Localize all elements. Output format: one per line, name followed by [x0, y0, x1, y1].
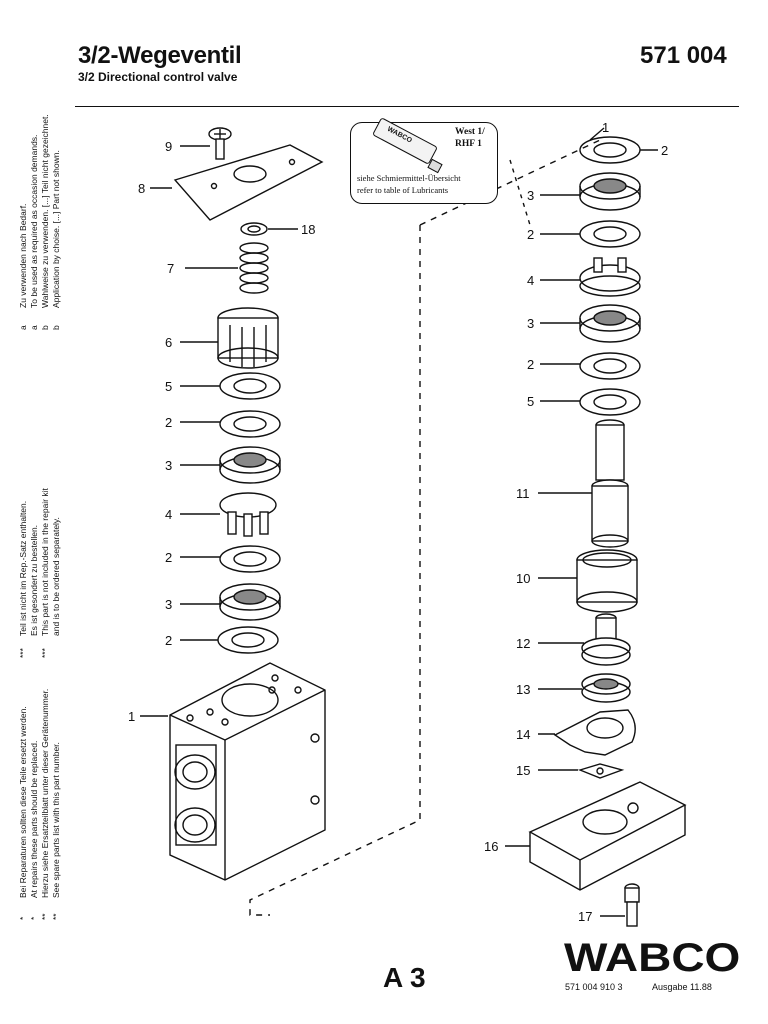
callout-18: 18	[301, 222, 315, 237]
part-10-piston	[576, 549, 638, 613]
part-11-plunger	[591, 419, 629, 548]
callout-7: 7	[167, 261, 174, 276]
callout-6: 6	[165, 335, 172, 350]
lubricant-note: WABCO West 1/ RHF 1 siehe Schmiermittel-…	[350, 117, 498, 204]
callout-10: 10	[516, 571, 530, 586]
part-9-screw	[208, 127, 232, 160]
grease-tube-icon: WABCO	[372, 117, 438, 165]
callout-3: 3	[527, 188, 534, 203]
lubricant-ref-line1: West 1/	[455, 127, 485, 137]
callout-16: 16	[484, 839, 498, 854]
part-number: 571 004	[640, 42, 727, 69]
part-2-disc-b	[219, 545, 281, 573]
part-3-seal-b	[219, 583, 281, 621]
part-7-spring	[239, 242, 269, 294]
assembly-path-top	[419, 139, 601, 226]
lubricant-note-de: siehe Schmiermittel-Übersicht	[357, 173, 461, 183]
part-14-gasket	[553, 709, 636, 756]
lubricant-ref-line2: RHF 1	[455, 139, 482, 149]
callout-2: 2	[527, 227, 534, 242]
part-3-seal	[219, 446, 281, 484]
part-17-screw	[624, 883, 640, 927]
brand-logo: WABCO	[564, 936, 741, 980]
document-number: 571 004 910 3	[565, 982, 623, 992]
part-3-seal-r2	[579, 304, 641, 343]
grease-tube-label: WABCO	[385, 125, 413, 145]
callout-11: 11	[516, 486, 530, 501]
callout-14: 14	[516, 727, 530, 742]
callout-8: 8	[138, 181, 145, 196]
part-12-valve	[581, 613, 631, 666]
callout-5: 5	[165, 379, 172, 394]
part-4-ring-r	[579, 257, 641, 297]
callout-12: 12	[516, 636, 530, 651]
page-subtitle: 3/2 Directional control valve	[78, 70, 238, 84]
callout-3: 3	[527, 316, 534, 331]
part-5-disc	[219, 372, 281, 400]
callout-4: 4	[527, 273, 534, 288]
page-title: 3/2-Wegeventil	[78, 42, 242, 69]
part-15-clip	[577, 763, 625, 779]
page-code: A 3	[383, 962, 426, 993]
callout-3: 3	[165, 597, 172, 612]
edition-label: Ausgabe 11.88	[652, 982, 712, 992]
callout-9: 9	[165, 139, 172, 154]
callout-4: 4	[165, 507, 172, 522]
part-5-disc-r	[579, 388, 641, 416]
callout-1: 1	[128, 709, 135, 724]
callout-5: 5	[527, 394, 534, 409]
assembly-path-lubricant	[509, 159, 531, 226]
callout-1: 1	[602, 120, 609, 135]
callout-2: 2	[165, 633, 172, 648]
callout-2: 2	[165, 415, 172, 430]
callout-2: 2	[165, 550, 172, 565]
part-13-seal	[581, 673, 631, 703]
part-2-disc-r1	[579, 136, 641, 164]
part-3-seal-r1	[579, 172, 641, 211]
callout-2: 2	[661, 143, 668, 158]
part-2-disc-c	[217, 626, 279, 654]
part-16-base	[528, 781, 687, 891]
part-2-disc-r2	[579, 220, 641, 248]
callout-3: 3	[165, 458, 172, 473]
part-8-plate	[173, 144, 324, 221]
callout-17: 17	[578, 909, 592, 924]
assembly-path-main	[249, 225, 421, 916]
callout-13: 13	[516, 682, 530, 697]
part-2-disc	[219, 410, 281, 438]
part-1-housing	[169, 662, 326, 881]
grease-tube-cap-icon	[427, 158, 443, 174]
header-rule	[75, 106, 739, 107]
callout-2: 2	[527, 357, 534, 372]
lubricant-note-en: refer to table of Lubricants	[357, 185, 449, 195]
part-18-ring	[240, 222, 268, 236]
part-2-disc-r3	[579, 352, 641, 380]
part-4-ring	[219, 492, 277, 537]
part-6-cage	[217, 307, 279, 369]
callout-15: 15	[516, 763, 530, 778]
